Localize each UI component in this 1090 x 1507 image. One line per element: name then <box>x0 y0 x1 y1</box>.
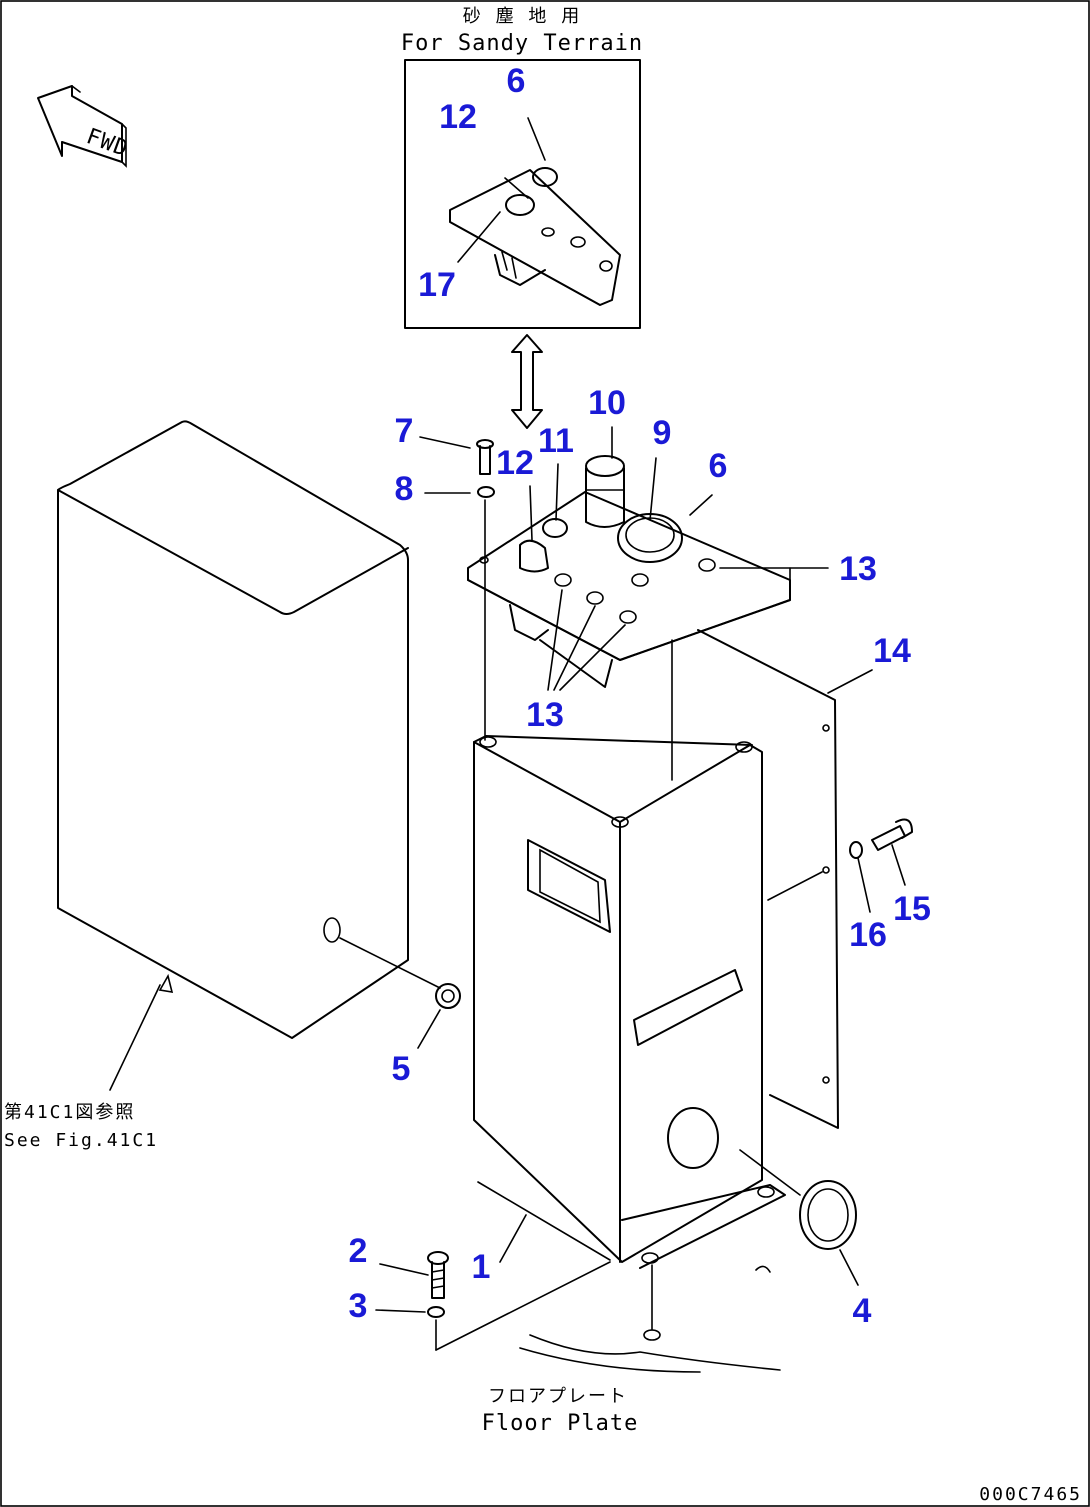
washer-16 <box>849 841 863 859</box>
callout-5: 5 <box>392 1050 411 1088</box>
callout-11: 11 <box>538 422 574 460</box>
double-arrow-icon <box>511 334 543 429</box>
see-fig-en: See Fig.41C1 <box>4 1130 158 1151</box>
inset-top-plate <box>449 169 621 306</box>
tank-port <box>667 1107 719 1169</box>
callout-8: 8 <box>395 470 414 508</box>
plug-11 <box>542 518 568 538</box>
fwd-arrow-icon <box>37 85 127 168</box>
see-fig-leader <box>109 984 161 1091</box>
floor-plate-en: Floor Plate <box>482 1411 639 1436</box>
callout-1: 1 <box>472 1248 491 1286</box>
inset-sandy-terrain <box>404 59 641 329</box>
inset-cap <box>532 167 558 187</box>
hydraulic-tank-body <box>473 639 786 1341</box>
bracket <box>633 969 743 1046</box>
callout-13-bottom: 13 <box>526 696 564 734</box>
bolt-15 <box>871 818 913 851</box>
suction-strainer <box>509 604 549 641</box>
callout-14: 14 <box>873 632 911 670</box>
seal-ring-4 <box>799 1180 857 1250</box>
callout-7: 7 <box>395 412 414 450</box>
floor-plate-jp: フロアプレート <box>488 1386 628 1407</box>
inset-title-jp: 砂 塵 地 用 <box>463 6 582 27</box>
breather-cylinder <box>585 467 625 528</box>
nut-5 <box>435 983 461 1009</box>
callout-13-right: 13 <box>839 550 877 588</box>
callout-12-inset: 12 <box>439 98 477 136</box>
bolt-7 <box>476 439 494 475</box>
callout-3: 3 <box>349 1287 368 1325</box>
inset-title-en: For Sandy Terrain <box>401 31 643 56</box>
callout-10: 10 <box>588 384 626 422</box>
side-plate-14 <box>697 629 839 1129</box>
callout-15: 15 <box>893 890 931 928</box>
callout-17: 17 <box>418 266 456 304</box>
washer-3 <box>427 1306 445 1318</box>
drawing-code: 000C7465 <box>979 1484 1082 1505</box>
callout-16: 16 <box>849 916 887 954</box>
bolt-2 <box>427 1251 449 1299</box>
inspection-window <box>527 839 611 933</box>
tank-top-plate <box>467 455 791 688</box>
side-cover-panel <box>57 420 441 1039</box>
gauge-12 <box>519 539 549 573</box>
leader-lines <box>375 426 906 1313</box>
floor-plate <box>435 1181 781 1373</box>
callout-4: 4 <box>853 1292 872 1330</box>
callout-12: 12 <box>496 444 534 482</box>
callout-6: 6 <box>709 447 728 485</box>
tank-foot <box>621 1184 786 1269</box>
see-fig-jp: 第41C1図参照 <box>4 1102 135 1123</box>
inset-breather <box>505 194 535 216</box>
washer-8 <box>477 486 495 498</box>
callout-6-inset: 6 <box>507 62 526 100</box>
inset-frame <box>404 59 641 329</box>
callout-9: 9 <box>653 414 672 452</box>
callout-2: 2 <box>349 1232 368 1270</box>
